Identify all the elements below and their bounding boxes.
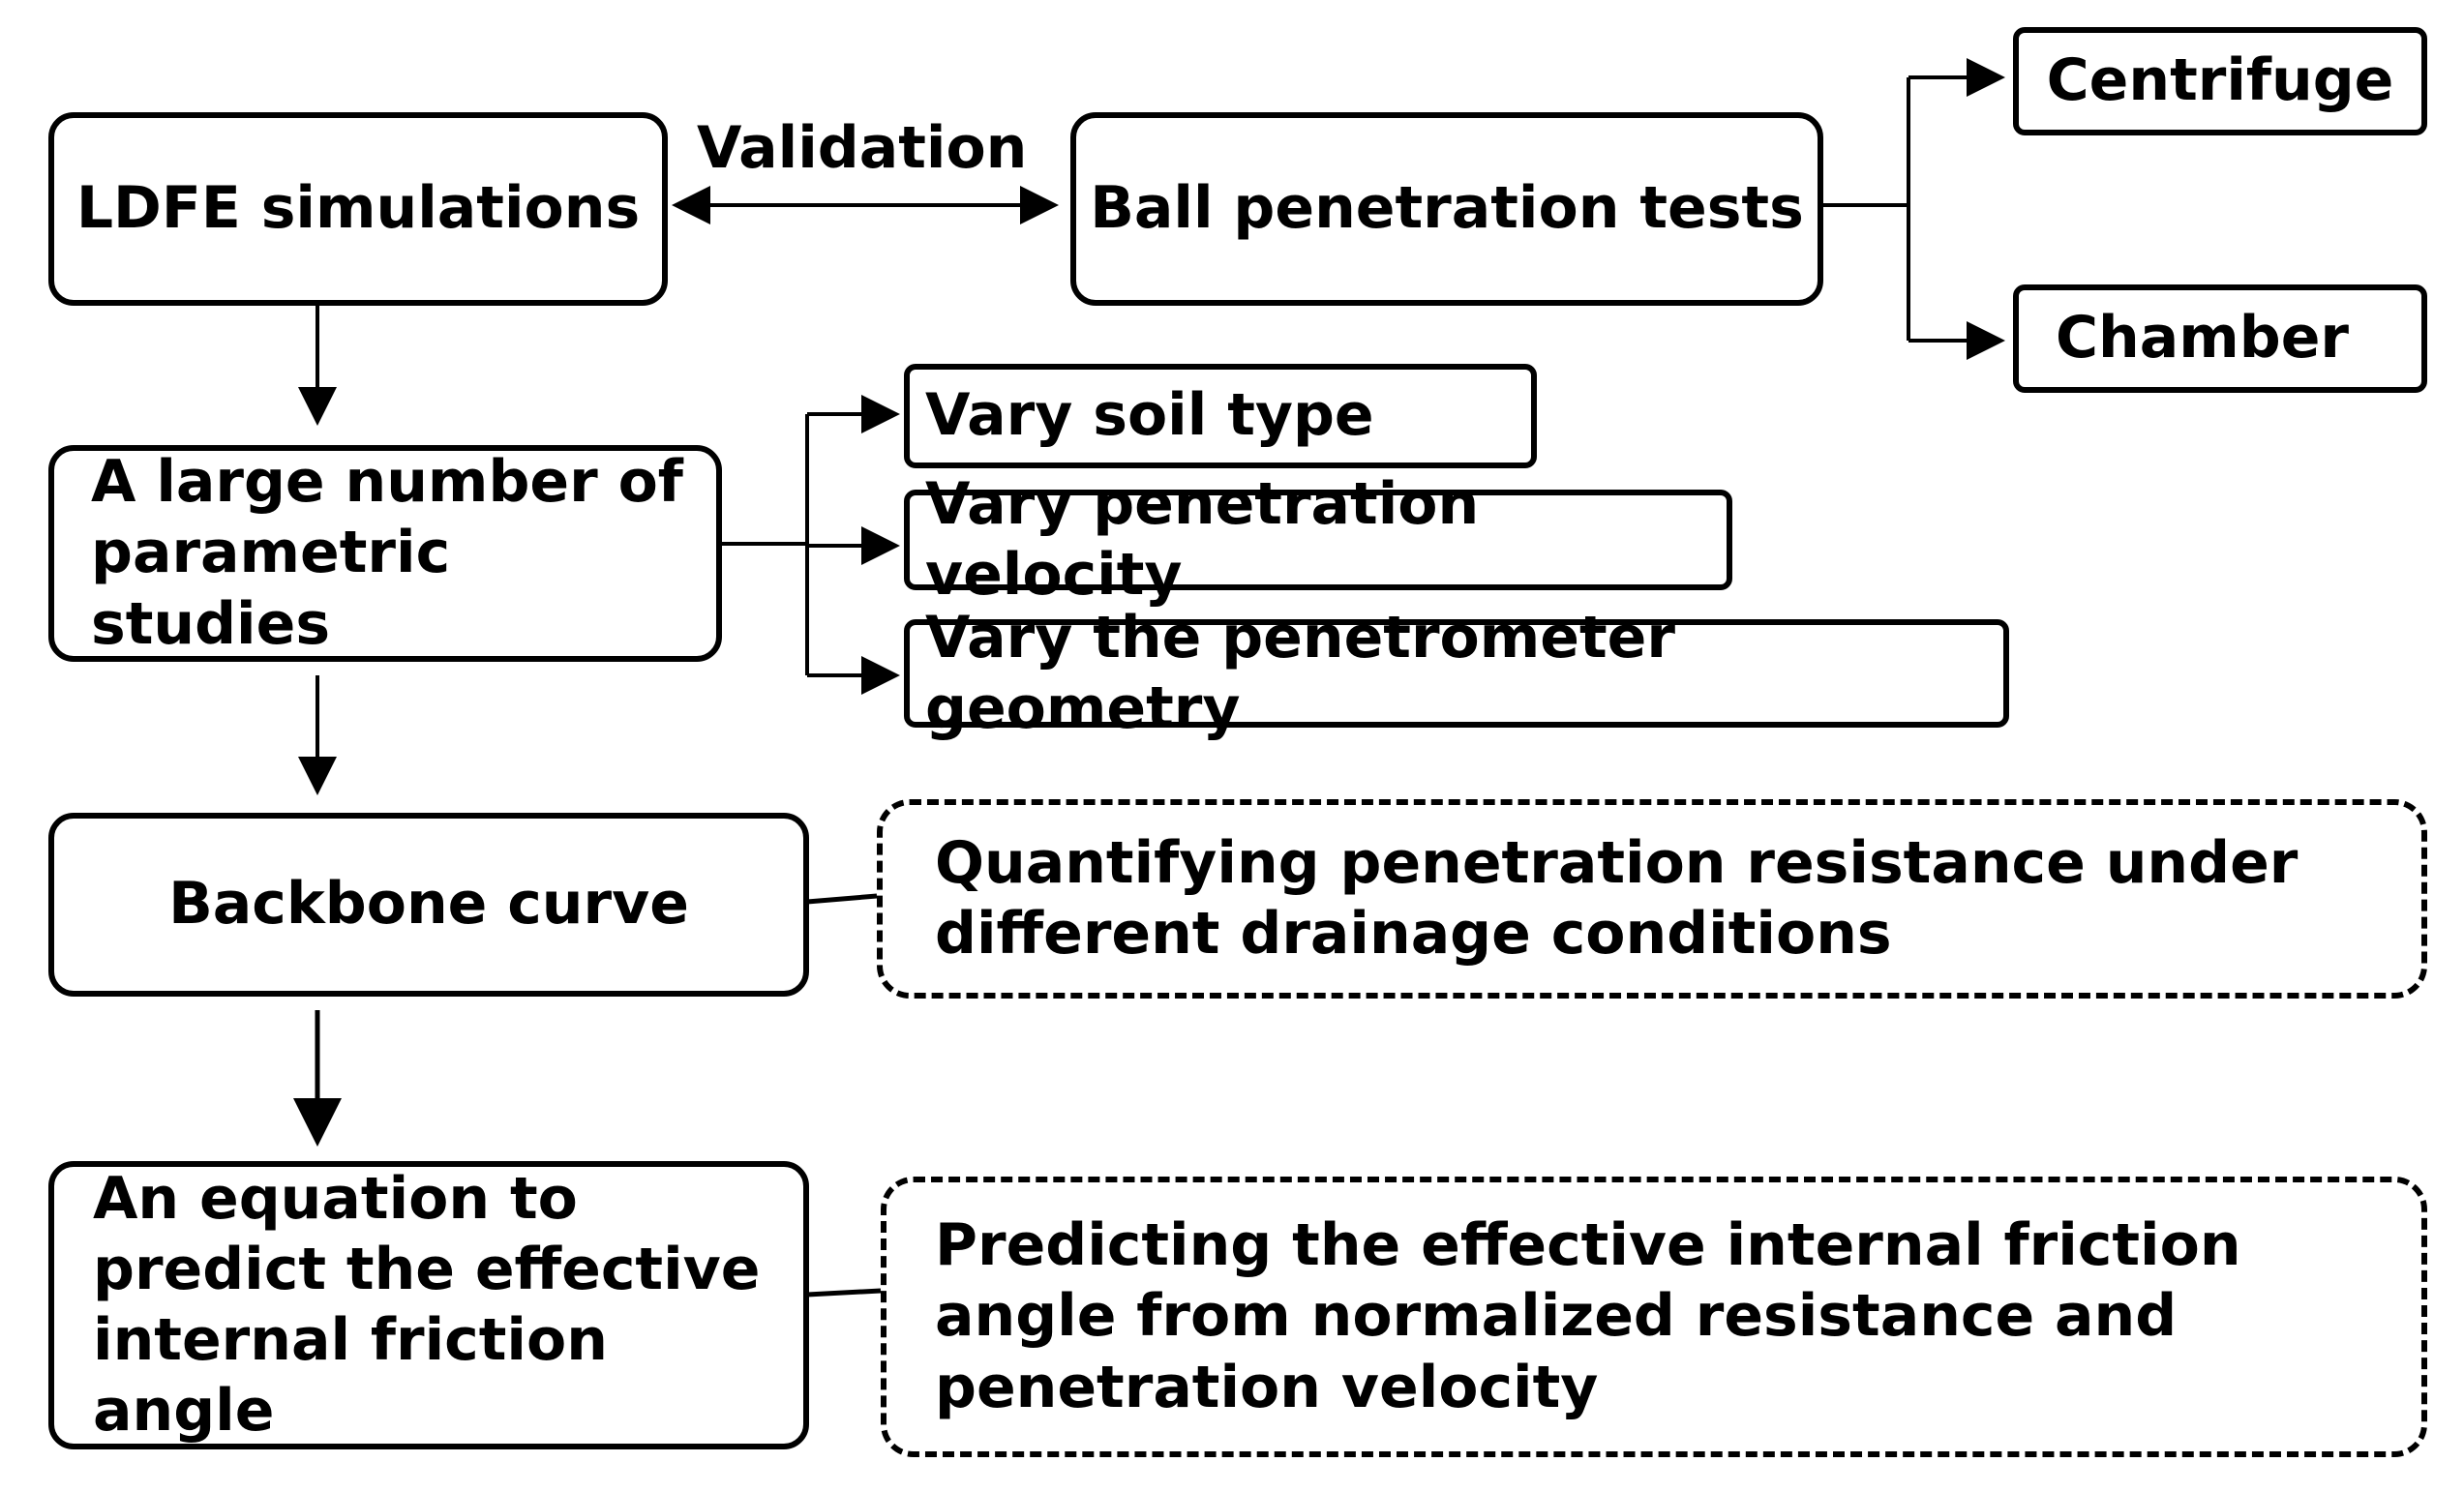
ball-tests-branch-connector: [1821, 77, 1910, 341]
chamber-label: Chamber: [2056, 304, 2349, 373]
equation-box: An equation to predict the effective int…: [48, 1161, 809, 1449]
parametric-branch-connector: [720, 414, 809, 675]
vary-soil-type-box: Vary soil type: [904, 364, 1537, 468]
validation-label: Validation: [697, 114, 1028, 182]
ldfe-simulations-box: LDFE simulations: [48, 112, 668, 306]
vary-soil-type-label: Vary soil type: [925, 381, 1374, 450]
centrifuge-box: Centrifuge: [2013, 27, 2427, 135]
backbone-curve-box: Backbone curve: [48, 813, 809, 997]
ball-penetration-tests-box: Ball penetration tests: [1070, 112, 1823, 306]
equation-label: An equation to predict the effective int…: [93, 1164, 761, 1446]
quantifying-resistance-box: Quantifying penetration resistance under…: [877, 799, 2427, 999]
predicting-friction-angle-label: Predicting the effective internal fricti…: [935, 1211, 2241, 1421]
vary-penetrometer-geometry-label: Vary the penetrometer geometry: [925, 603, 1675, 742]
equation-to-predicting-connector: [806, 1288, 882, 1298]
vary-penetrometer-geometry-box: Vary the penetrometer geometry: [904, 604, 2009, 742]
predicting-friction-angle-box: Predicting the effective internal fricti…: [881, 1177, 2427, 1457]
centrifuge-label: Centrifuge: [2046, 46, 2394, 115]
chamber-box: Chamber: [2013, 284, 2427, 393]
quantifying-resistance-label: Quantifying penetration resistance under…: [935, 828, 2299, 968]
backbone-to-quantifying-connector: [806, 893, 878, 905]
vary-penetration-velocity-box: Vary penetration velocity: [904, 470, 1732, 609]
parametric-studies-box: A large number of parametric studies: [48, 445, 722, 662]
ldfe-simulations-label: LDFE simulations: [75, 174, 641, 243]
ball-penetration-tests-label: Ball penetration tests: [1090, 174, 1804, 243]
vary-penetration-velocity-label: Vary penetration velocity: [925, 469, 1480, 609]
parametric-studies-label: A large number of parametric studies: [91, 448, 683, 658]
backbone-curve-label: Backbone curve: [168, 870, 689, 939]
